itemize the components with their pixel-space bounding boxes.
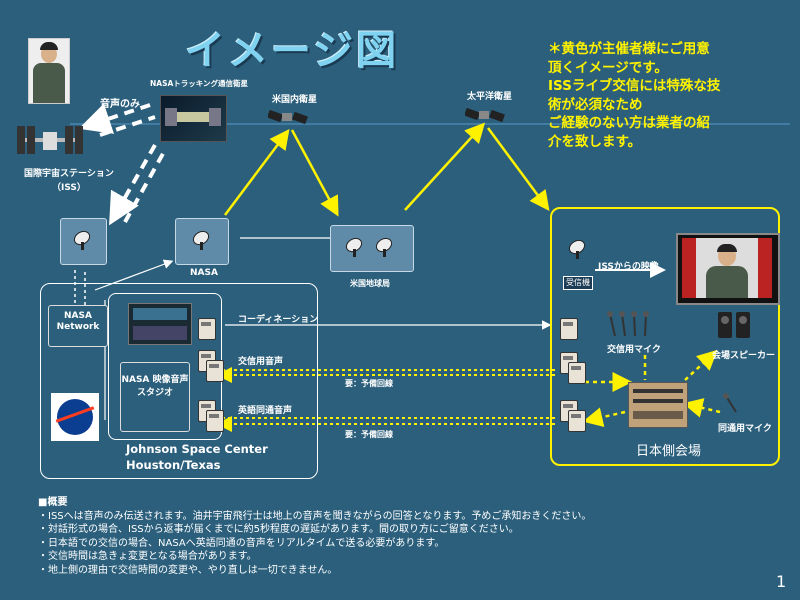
- note-line: 術が必須なため: [548, 96, 643, 113]
- satellite-dish-icon: [192, 230, 210, 250]
- note-line: 介を致します。: [548, 133, 642, 150]
- phone-icon: [568, 410, 586, 432]
- audio-mixer: [628, 382, 688, 428]
- japan-venue-frame: [550, 207, 780, 466]
- page-title: イメージ図: [185, 28, 400, 74]
- note-line: ＊黄色が主催者様にご用意: [548, 41, 710, 57]
- note-line: ご経験のない方は業者の紹: [548, 115, 710, 131]
- jsc-location: Houston/Texas: [126, 458, 221, 472]
- iss-abbr-label: （ISS）: [52, 183, 86, 193]
- backup-line-label: 要：予備回線: [345, 430, 393, 439]
- comm-mic-label: 交信用マイク: [607, 345, 661, 355]
- satellite-icon: [465, 107, 505, 123]
- nasa-network-box: NASA Network: [48, 305, 108, 347]
- us-satellite-label: 米国内衛星: [272, 95, 318, 105]
- venue-speaker-label: 会場スピーカー: [712, 351, 776, 361]
- audio-only-label: 音声のみ: [100, 99, 140, 110]
- note-line: ISSライブ交信には特殊な技: [548, 78, 721, 94]
- jsc-frame: [40, 283, 318, 479]
- comm-audio-label: 交信用音声: [238, 357, 284, 367]
- us-ground-dish-box: [330, 225, 414, 272]
- microphone-icon: [723, 393, 737, 413]
- satellite-dish-icon: [375, 237, 393, 257]
- microphone-icon: [607, 311, 649, 337]
- phone-icon: [198, 318, 216, 340]
- nasa-label: NASA: [190, 268, 218, 278]
- overview-item: ・対話形式の場合、ISSから返事が届くまでに約5秒程度の遅延があります。間の取り…: [38, 524, 519, 535]
- overview-item: ・ISSへは音声のみ伝送されます。油井宇宙飛行士は地上の音声を聞きながらの回答と…: [38, 510, 592, 522]
- phone-icon: [206, 410, 224, 432]
- page-number: 1: [776, 572, 787, 591]
- overview-item: ・日本語での交信の場合、NASAへ英語同通の音声をリアルタイムで送る必要がありま…: [38, 537, 445, 549]
- iss-video-label: ISSからの映像: [598, 262, 659, 272]
- nasa-dish-box: [175, 218, 229, 265]
- japan-venue-label: 日本側会場: [636, 444, 702, 459]
- overview-section: ■概要 ・ISSへは音声のみ伝送されます。油井宇宙飛行士は地上の音声を聞きながら…: [38, 496, 758, 577]
- satellite-dish-icon: [345, 237, 363, 257]
- yellow-note: ＊黄色が主催者様にご用意 頂くイメージです。 ISSライブ交信には特殊な技 術が…: [548, 40, 798, 151]
- interp-audio-label: 英語同通音声: [238, 406, 293, 416]
- satellite-dish-icon: [568, 239, 586, 259]
- overview-item: ・地上側の理由で交信時間の変更や、やり直しは一切できません。: [38, 564, 338, 576]
- studio-box: NASA 映像音声 スタジオ: [120, 362, 190, 432]
- nasa-logo: [51, 393, 99, 441]
- speaker-icon: [718, 312, 732, 338]
- overview-item: ・交信時間は急きょ変更となる場合があります。: [38, 551, 257, 562]
- interp-mic-label: 同通用マイク: [718, 424, 772, 434]
- phone-icon: [560, 318, 578, 340]
- nasa-network-label: NASA Network: [56, 311, 100, 332]
- nasa-tracking-label: NASAトラッキング通信衛星: [150, 79, 249, 88]
- phone-icon: [568, 362, 586, 384]
- us-ground-label: 米国地球局: [350, 279, 390, 288]
- overview-heading: ■概要: [38, 497, 68, 508]
- receiver-box: 受信機: [563, 276, 593, 290]
- iss-station-icon: [17, 126, 83, 154]
- coordination-label: コーディネーション: [238, 315, 319, 325]
- video-monitor: [676, 233, 780, 305]
- satellite-icon: [268, 109, 308, 125]
- iss-label: 国際宇宙ステーション: [24, 169, 114, 179]
- studio-label: NASA 映像音声 スタジオ: [121, 375, 189, 398]
- satellite-dish-icon: [73, 230, 91, 250]
- astronaut-portrait: [28, 38, 70, 104]
- phone-icon: [206, 360, 224, 382]
- control-room-image: [128, 303, 192, 345]
- backup-line-label: 要：予備回線: [345, 379, 393, 388]
- nasa-network-dish-box: [60, 218, 107, 265]
- tracking-satellite-image: [160, 95, 227, 142]
- pacific-satellite-label: 太平洋衛星: [467, 92, 513, 102]
- speaker-icon: [736, 312, 750, 338]
- note-line: 頂くイメージです。: [548, 59, 668, 76]
- jsc-name: Johnson Space Center: [126, 442, 268, 456]
